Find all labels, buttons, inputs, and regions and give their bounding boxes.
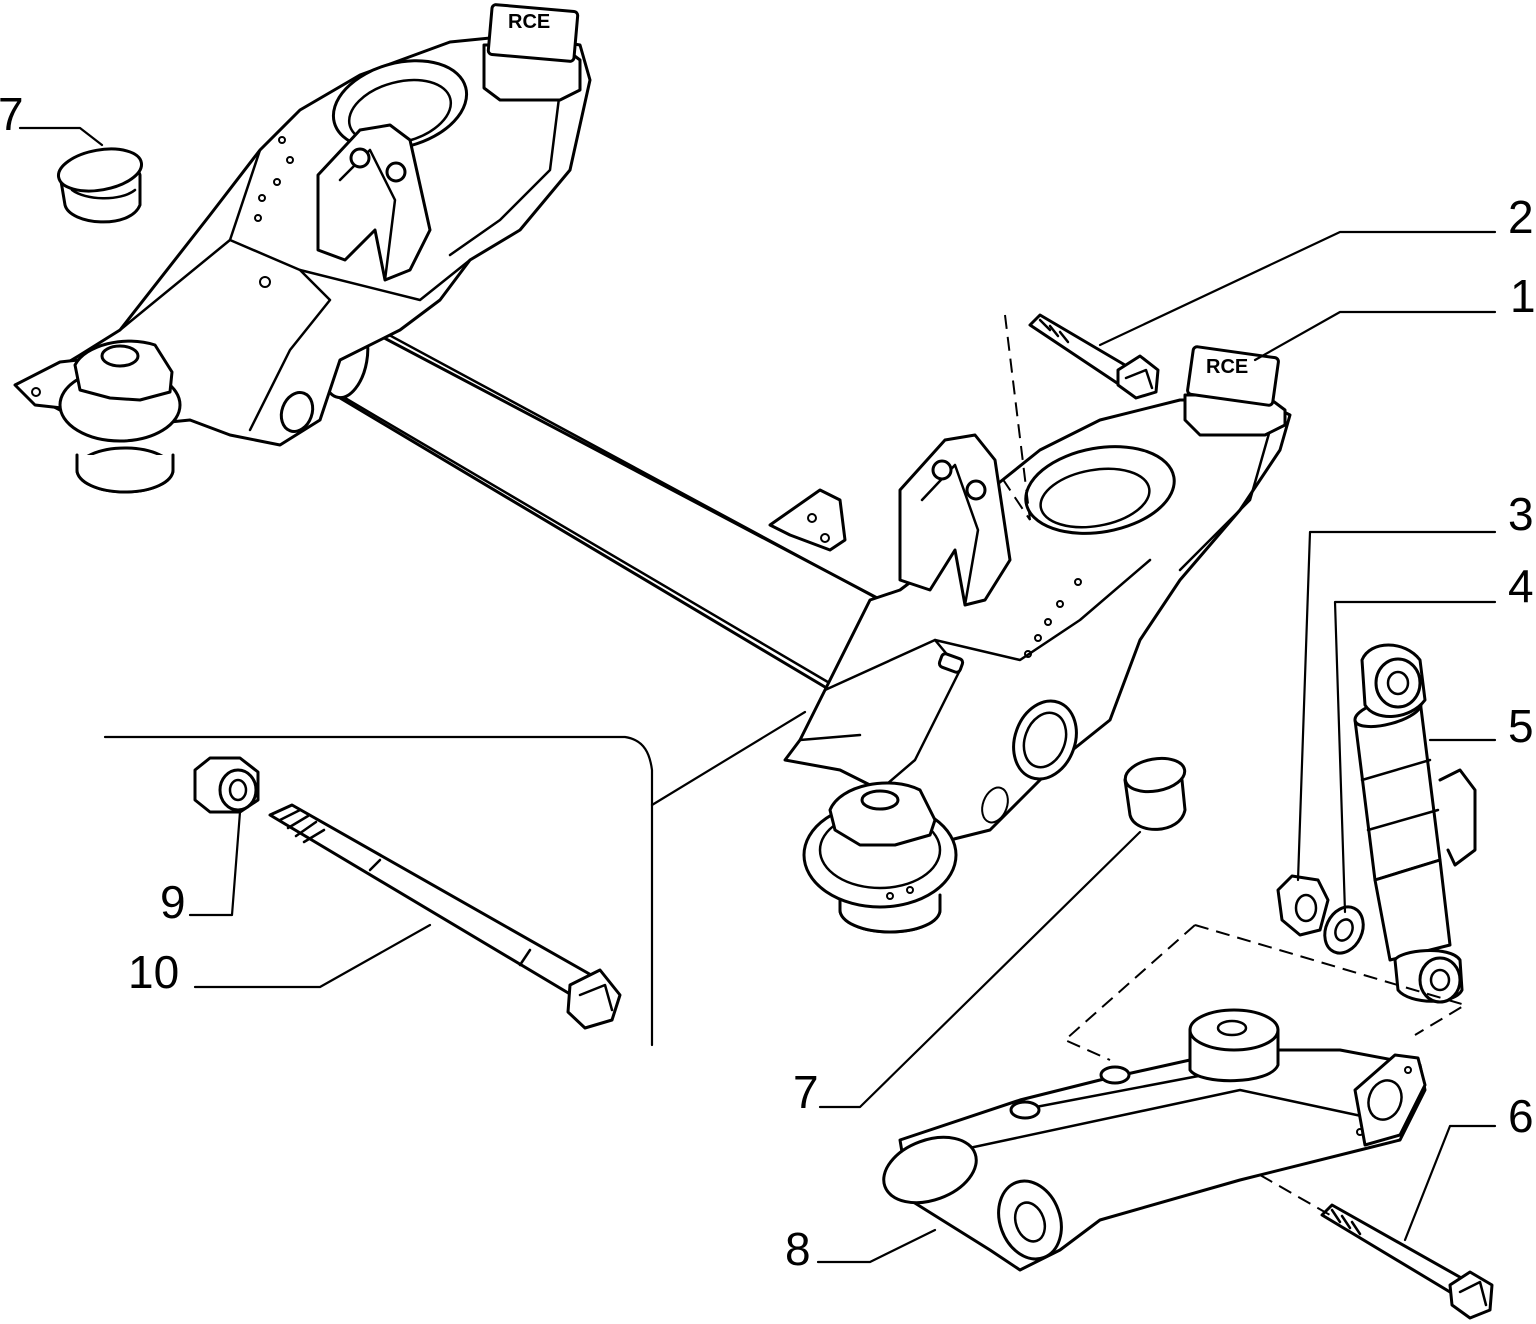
washer-part-4 [1323, 905, 1365, 955]
callout-2: 2 [1508, 191, 1534, 243]
callout-10: 10 [128, 946, 179, 998]
callout-4: 4 [1508, 560, 1534, 612]
bolt-part-6 [1320, 1203, 1494, 1320]
callout-7-middle: 7 [793, 1066, 819, 1118]
left-mount-stamp: RCE [508, 11, 550, 33]
callout-1: 1 [1510, 270, 1536, 322]
callout-8: 8 [785, 1223, 811, 1275]
bushing-part-7-top [56, 147, 144, 224]
nut-part-3 [1276, 874, 1330, 937]
right-mount-stamp: RCE [1206, 356, 1248, 378]
bushing-part-7-middle [1123, 756, 1187, 831]
bolt-part-10 [268, 803, 622, 1030]
callout-labels: 2 1 3 4 5 6 7 7 8 9 10 [0, 88, 1536, 1275]
bolt-part-2 [1028, 313, 1160, 400]
left-front-mount [13, 339, 182, 494]
small-bracket-plate [768, 488, 847, 552]
callout-7-top: 7 [0, 88, 24, 140]
control-arm-part-8 [882, 1008, 1427, 1272]
left-rear-mount: RCE [482, 3, 582, 102]
callout-3: 3 [1508, 488, 1534, 540]
right-front-mount [802, 781, 958, 934]
leader-lines [18, 126, 1497, 1264]
callout-5: 5 [1508, 700, 1534, 752]
right-subframe-bracket [783, 398, 1292, 842]
right-rear-mount: RCE [1183, 345, 1287, 437]
left-subframe-bracket [20, 33, 592, 447]
callout-9: 9 [160, 876, 186, 928]
nut-part-9 [193, 756, 260, 814]
callout-6: 6 [1508, 1090, 1534, 1142]
alignment-lines [999, 314, 1468, 1216]
shock-absorber-part-5 [1353, 643, 1477, 1004]
